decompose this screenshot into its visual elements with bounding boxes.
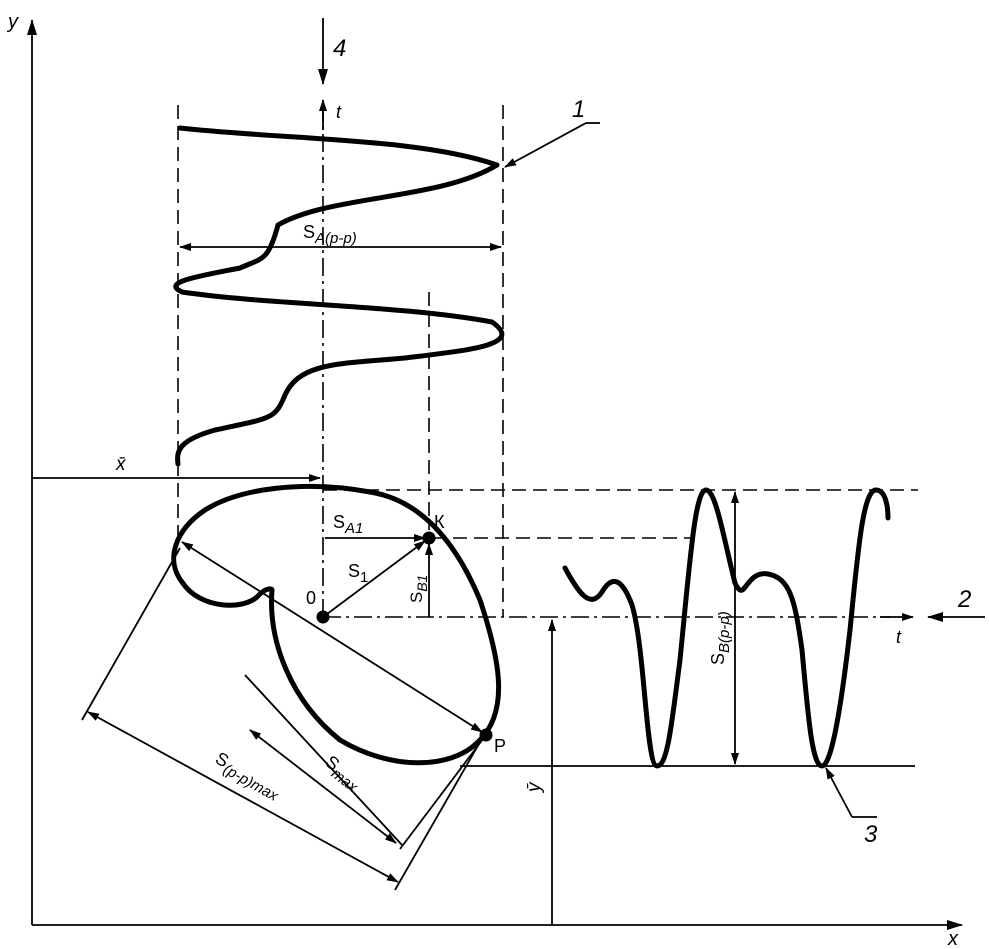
x-axis-label: x (947, 928, 959, 949)
s-1-vector (322, 540, 426, 618)
waveform-a (173, 125, 505, 467)
t-axis-horizontal-label: t (896, 627, 902, 647)
origin-label: 0 (306, 588, 316, 608)
callout-1: 1 (572, 96, 585, 123)
s-pp-max-dimension (87, 711, 399, 883)
callout-3-leader (825, 767, 853, 818)
callout-2: 2 (957, 586, 971, 613)
callout-1-leader (504, 122, 587, 168)
s-max-extension-p (399, 734, 487, 850)
s-a1-label: SA1 (333, 512, 363, 537)
y-bar-label: ȳ (524, 781, 545, 794)
s-pp-max-extension-right (394, 741, 481, 891)
x-bar-label: x̄ (115, 454, 127, 475)
s-max-extension (244, 674, 403, 846)
t-axis-vertical-label: t (336, 102, 342, 122)
s-1-label: S1 (348, 561, 368, 586)
s-a-pp-label: SA(p-p) (303, 222, 357, 247)
callout-4: 4 (333, 35, 346, 62)
y-axis-label: y (6, 11, 19, 33)
point-k-label: К (434, 512, 445, 532)
callout-3: 3 (864, 821, 878, 848)
orbit-major-axis (181, 541, 483, 733)
s-pp-max-extension-left (81, 547, 181, 721)
s-b-pp-label: SB(p-p) (708, 611, 733, 665)
point-p-label: Р (494, 736, 506, 756)
s-pp-max-label: S(p-p)max (210, 748, 286, 805)
s-b1-label: SB1 (407, 575, 430, 603)
